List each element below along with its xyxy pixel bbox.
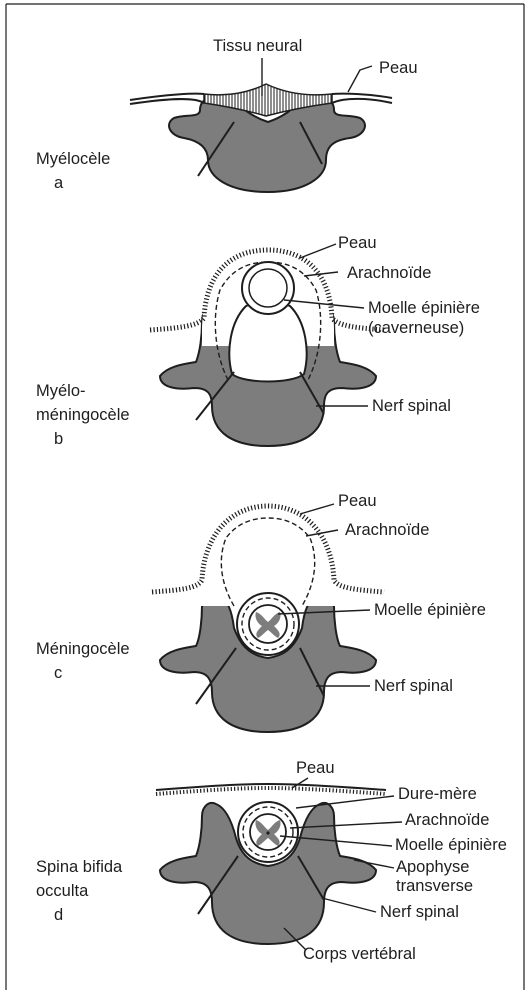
label-nerf-b: Nerf spinal xyxy=(372,396,451,416)
panel-a-letter: a xyxy=(54,172,63,194)
panel-c-letter: c xyxy=(54,662,62,684)
label-dure-mere-d: Dure-mère xyxy=(398,784,477,804)
leader-peau-d xyxy=(292,778,308,788)
leader-nerf-d xyxy=(322,898,376,912)
leader-peau-a xyxy=(348,66,372,92)
panel-d-letter: d xyxy=(54,904,63,926)
label-moelle-d: Moelle épinière xyxy=(395,835,507,855)
leader-peau-b xyxy=(300,244,336,258)
label-apophyse-d-2: transverse xyxy=(396,876,473,896)
label-arachnoide-c: Arachnoïde xyxy=(345,520,429,540)
leader-peau-c xyxy=(300,504,334,514)
panel-d-name-1: Spina bifida xyxy=(36,856,122,878)
label-peau-d: Peau xyxy=(296,758,335,778)
label-peau-a: Peau xyxy=(379,58,418,78)
leader-dure-mere-d xyxy=(296,796,394,808)
panel-d-spina-bifida-occulta xyxy=(156,778,402,950)
label-arachnoide-d: Arachnoïde xyxy=(405,810,489,830)
panel-d-name-2: occulta xyxy=(36,880,88,902)
label-moelle-b-1: Moelle épinière xyxy=(368,298,480,318)
panel-c-name: Méningocèle xyxy=(36,638,130,660)
label-nerf-c: Nerf spinal xyxy=(374,676,453,696)
label-nerf-d: Nerf spinal xyxy=(380,902,459,922)
panel-a-myelocele xyxy=(130,58,392,192)
panel-b-name-2: méningocèle xyxy=(36,404,130,426)
central-canal-d xyxy=(266,831,269,834)
panel-b-letter: b xyxy=(54,428,63,450)
skin-d-dotted xyxy=(156,788,386,794)
skin-d xyxy=(156,784,386,790)
label-moelle-b-2: (caverneuse) xyxy=(368,318,464,338)
label-corps-vertebral: Corps vertébral xyxy=(303,944,416,964)
label-tissu-neural: Tissu neural xyxy=(213,36,302,56)
label-moelle-c: Moelle épinière xyxy=(374,600,486,620)
panel-b-name-1: Myélo- xyxy=(36,380,86,402)
label-peau-b: Peau xyxy=(338,233,377,253)
panel-a-name: Myélocèle xyxy=(36,148,110,170)
label-peau-c: Peau xyxy=(338,491,377,511)
cord-b-inner xyxy=(249,269,287,307)
label-arachnoide-b: Arachnoïde xyxy=(347,263,431,283)
label-apophyse-d-1: Apophyse xyxy=(396,857,469,877)
